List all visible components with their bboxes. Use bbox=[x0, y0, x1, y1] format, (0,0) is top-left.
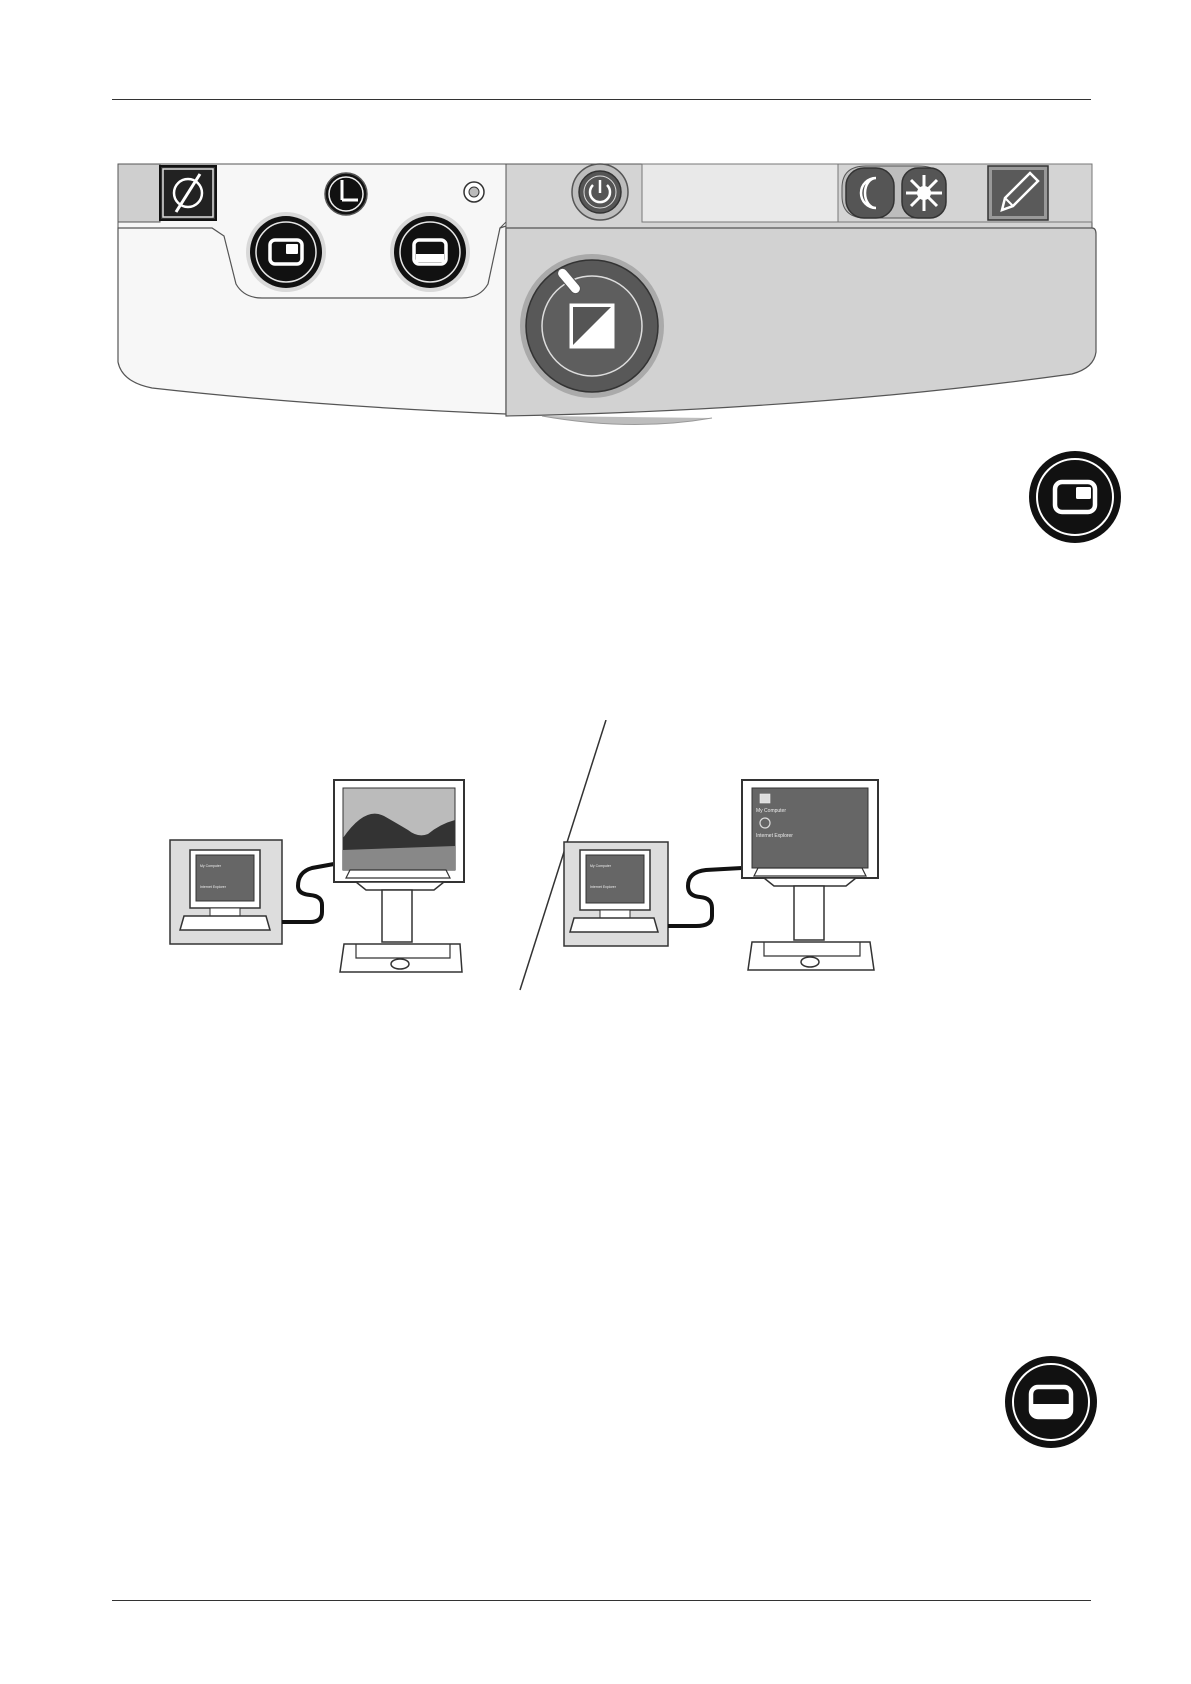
left-desktop-icon-0: My Computer bbox=[200, 864, 222, 868]
night-mode-icon bbox=[846, 168, 894, 218]
header-rule bbox=[112, 99, 1091, 100]
contrast-dial-icon bbox=[520, 254, 664, 398]
right-monitor-icon-0: My Computer bbox=[756, 808, 786, 814]
right-desktop-icon-0: My Computer bbox=[590, 864, 612, 868]
split-screen-button-icon bbox=[1003, 1354, 1099, 1450]
connection-diagram: My Computer Internet Explorer My Compute… bbox=[160, 720, 960, 1000]
power-icon bbox=[572, 164, 628, 220]
pen-icon bbox=[988, 166, 1048, 220]
pip-button-icon bbox=[1027, 449, 1123, 545]
right-monitor-icon-1: Internet Explorer bbox=[756, 833, 793, 839]
footer-rule bbox=[112, 1600, 1091, 1601]
right-desktop-icon-1: Internet Explorer bbox=[590, 885, 617, 889]
pip-button-icon bbox=[246, 212, 326, 292]
left-desktop-icon-1: Internet Explorer bbox=[200, 885, 227, 889]
split-screen-button-icon bbox=[390, 212, 470, 292]
computer-left: My Computer Internet Explorer bbox=[170, 840, 282, 944]
control-panel-illustration bbox=[112, 156, 1098, 436]
computer-right: My Computer Internet Explorer bbox=[564, 842, 668, 946]
timer-icon bbox=[325, 173, 367, 215]
magnifier-left bbox=[334, 780, 464, 972]
brightness-icon bbox=[902, 168, 946, 218]
magnifier-right: My Computer Internet Explorer bbox=[742, 780, 878, 970]
indicator-led bbox=[464, 182, 484, 202]
contrast-off-icon bbox=[160, 166, 216, 220]
